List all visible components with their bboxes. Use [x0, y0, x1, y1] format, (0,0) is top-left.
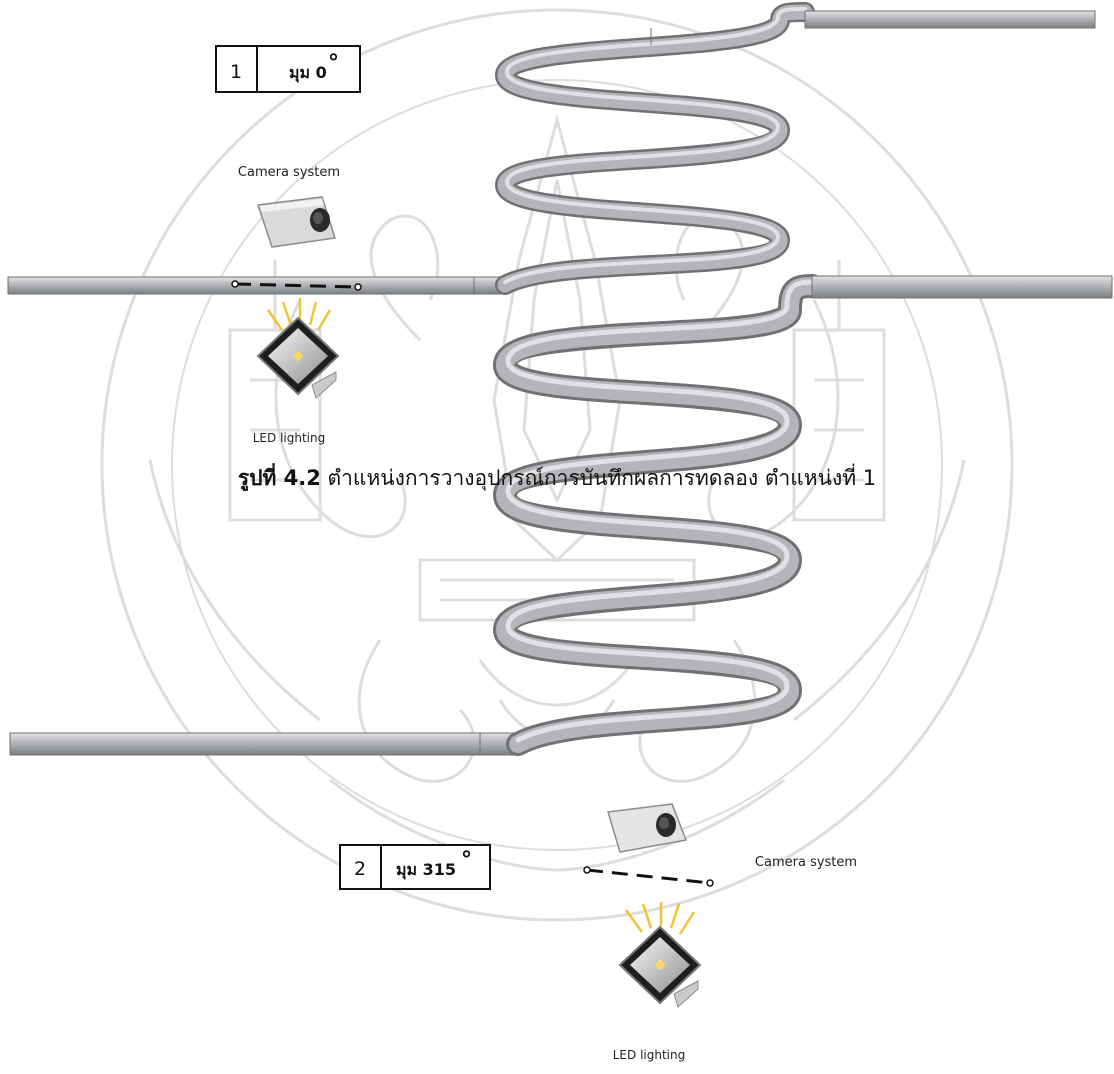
top-led-lamp-icon — [258, 298, 338, 398]
figure-caption-text: ตำแหน่งการวางอุปกรณ์การบันทึกผลการทดลอง … — [328, 466, 877, 490]
bottom-light-label: LED lighting — [613, 1048, 685, 1062]
bottom-led-lamp-icon — [620, 902, 700, 1007]
top-camera-icon — [258, 197, 335, 247]
bottom-helical-coil — [505, 282, 812, 744]
bottom-outlet-tube — [812, 276, 1112, 298]
bottom-angle-box: 2 มุม 315 ° — [340, 845, 490, 889]
bottom-position-number: 2 — [354, 858, 366, 880]
bottom-camera-label: Camera system — [755, 855, 857, 870]
top-outlet-tube — [805, 11, 1095, 28]
top-camera-label: Camera system — [238, 165, 340, 180]
bottom-diagram — [10, 276, 1112, 1007]
bottom-inlet-tube — [10, 733, 522, 755]
figure-caption: รูปที่ 4.2 ตำแหน่งการวางอุปกรณ์การบันทึก… — [0, 462, 1114, 495]
top-position-number: 1 — [230, 61, 242, 83]
bottom-observation-segment — [584, 867, 713, 886]
bottom-angle-label: มุม 315 — [396, 860, 456, 880]
top-inlet-tube — [8, 277, 508, 294]
figure-caption-label: รูปที่ 4.2 — [238, 466, 321, 490]
bottom-camera-icon — [608, 804, 686, 852]
top-light-label: LED lighting — [253, 431, 325, 445]
bottom-degree-symbol: ° — [461, 848, 472, 873]
top-angle-box: 1 มุม 0 ° — [216, 46, 360, 92]
top-degree-symbol: ° — [328, 51, 339, 76]
top-angle-label: มุม 0 — [289, 63, 327, 83]
